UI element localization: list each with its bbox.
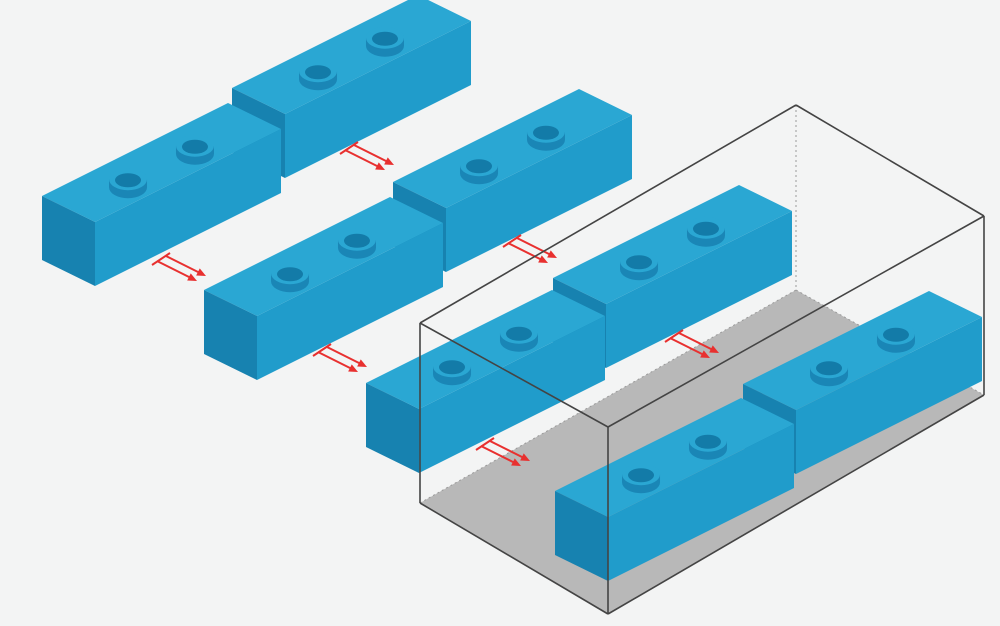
brick-side-face <box>95 129 281 286</box>
brick-end-face <box>366 383 419 473</box>
brick-side-face <box>419 316 605 473</box>
brick-top-face <box>204 197 443 316</box>
stud-2 <box>876 322 915 353</box>
stud-1 <box>109 168 148 199</box>
brick-side-face <box>446 115 632 272</box>
stud-2 <box>688 429 727 460</box>
brick-2 <box>42 103 281 286</box>
brick-end-face <box>204 290 257 380</box>
brick-5 <box>553 185 792 368</box>
stud-1 <box>620 250 659 281</box>
arrow-2 <box>151 252 206 281</box>
brick-top-face <box>743 291 982 410</box>
brick-side-face <box>257 223 443 380</box>
brick-6 <box>366 290 605 473</box>
brick-top-face <box>366 290 605 409</box>
brick-top-face <box>42 103 281 222</box>
stud-1 <box>460 154 499 185</box>
brick-top-face <box>232 0 471 114</box>
arrow-4 <box>312 343 367 372</box>
arrow-5 <box>475 437 530 466</box>
stud-2 <box>365 26 404 57</box>
brick-3 <box>393 89 632 272</box>
brick-4 <box>204 197 443 380</box>
brick-top-face <box>393 89 632 208</box>
stud-2 <box>337 228 376 259</box>
brick-side-face <box>606 211 792 368</box>
stud-2 <box>499 321 538 352</box>
stud-2 <box>175 134 214 165</box>
brick-8 <box>555 398 794 581</box>
container-box <box>419 104 985 615</box>
brick-end-face <box>42 196 95 286</box>
stud-1 <box>433 355 472 386</box>
brick-side-face <box>608 424 794 581</box>
brick-side-face <box>285 21 471 178</box>
arrow-6 <box>664 329 719 358</box>
stud-1 <box>299 60 338 91</box>
brick-top-face <box>555 398 794 517</box>
brick-end-face <box>555 491 608 581</box>
stud-1 <box>622 463 661 494</box>
stud-2 <box>686 216 725 247</box>
stud-2 <box>526 120 565 151</box>
arrow-1 <box>339 141 394 170</box>
arrow-3 <box>502 234 557 263</box>
brick-top-face <box>553 185 792 304</box>
stud-1 <box>271 262 310 293</box>
stud-1 <box>810 356 849 387</box>
brick-side-face <box>796 317 982 474</box>
